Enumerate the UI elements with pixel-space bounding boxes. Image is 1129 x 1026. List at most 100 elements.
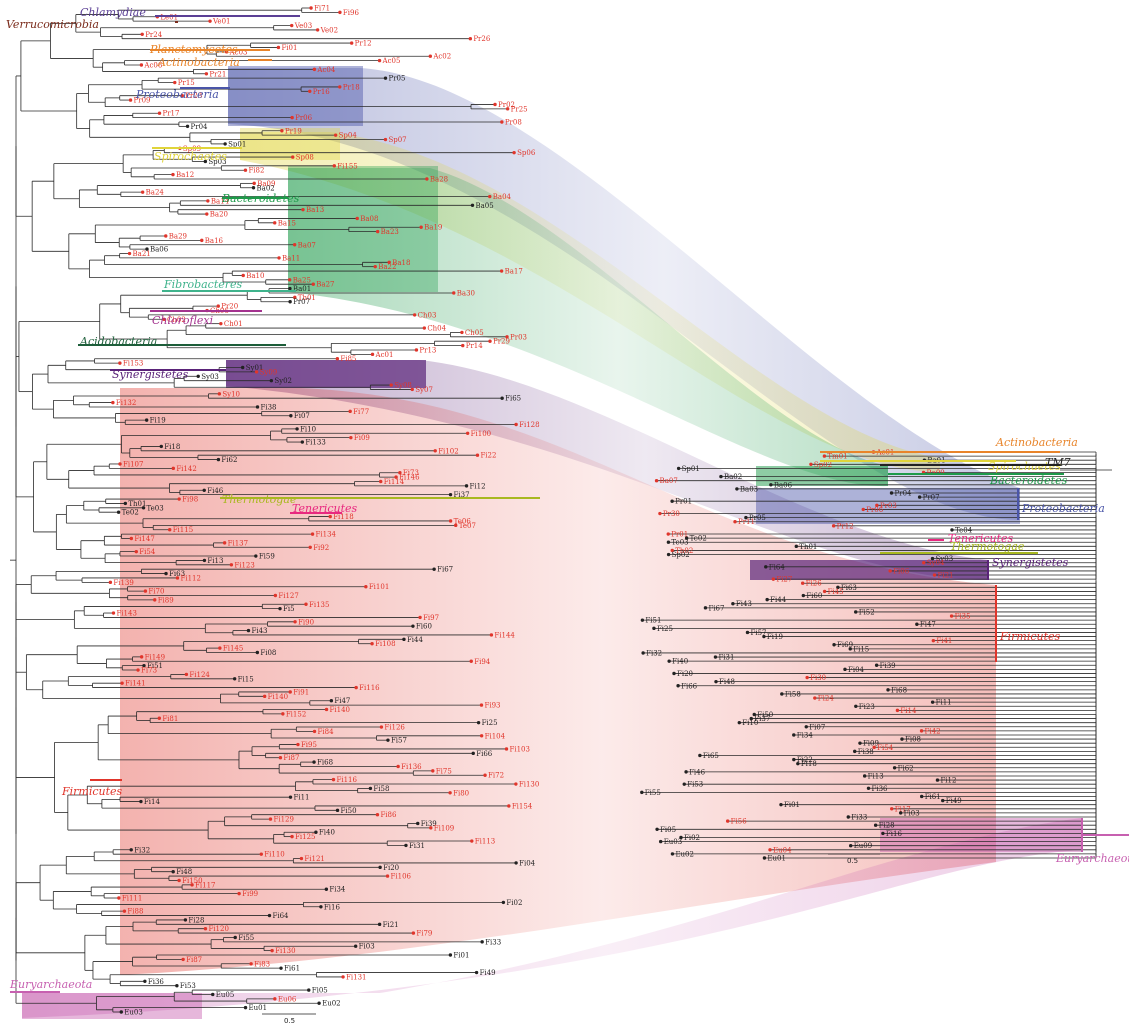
left-tip-label: Fi99 [242,890,258,898]
left-tip-label: Eu03 [124,1009,143,1017]
left-tip-label: Fi106 [391,873,412,881]
left-tip-label: Fi46 [207,487,224,495]
left-tip-label: Fi05 [312,987,328,995]
right-tip-label: Fi55 [645,789,661,797]
left-tip-label: Fi38 [261,403,277,411]
left-tip-label: Fi31 [409,842,425,850]
synergistetes-shade [226,360,426,388]
left-tip-label: Fi47 [334,697,350,705]
right-tip-label: Fi17 [895,805,911,813]
left-tip-label: Fi37 [454,491,470,499]
left-tip-label: Fi55 [238,934,254,942]
right-clade-proteobacteria: Proteobacteria [1021,502,1105,515]
left-tip-label: Fi54 [139,548,156,556]
right-tip-label: Fi32 [646,649,662,657]
euryarchaeota-shade [880,818,1082,852]
left-tip-label: Fi33 [485,938,501,946]
left-clade-chlamydiae: Chlamydiae [80,6,146,19]
left-tip-label: Fi124 [189,671,210,679]
left-clade-bacteroidetes: Bacteroidetes [221,192,300,205]
left-tip-label: Fi81 [162,715,178,723]
left-tip-label: Fi07 [294,412,310,420]
right-clade-bacteroidetes: Bacteroidetes [989,474,1068,487]
left-tip-label: Fi59 [259,553,275,561]
left-tip-label: Sy03 [201,373,219,381]
left-tip-label: Fi02 [506,899,522,907]
left-tip-label: Ch03 [418,311,437,319]
right-tip-label: Te04 [955,526,973,534]
left-tip-label: Ba30 [457,289,475,297]
left-tip-label: Fi73 [141,667,157,675]
synergistetes-shade [750,560,988,580]
left-tip-label: Fi60 [416,623,432,631]
right-tip-label: Fi49 [946,797,962,805]
left-tip-label: Fi120 [208,925,228,933]
right-tip-label: Fi34 [797,731,814,739]
left-tip-label: Ac04 [316,66,335,74]
left-tip-label: Fi73 [403,469,419,477]
left-tip-label: Fi53 [180,982,196,990]
left-tip-label: Sy02 [274,377,292,385]
euryarchaeota-shade [22,993,202,1019]
left-clade-spirochaetes: Spirochaetes [154,150,227,163]
left-tip-label: Sp08 [296,154,314,162]
left-tip-label: Ba22 [378,263,396,271]
left-tip-label: Eu05 [216,991,235,999]
right-tip-label: Eu02 [675,850,694,858]
left-tip-label: Fi88 [127,908,143,916]
right-tip-label: Fi33 [851,813,867,821]
left-tip-label: Fi44 [407,636,424,644]
right-tip-label: Eu04 [773,846,792,854]
right-tip-label: Fi31 [718,654,734,662]
left-tip-label: Fi134 [316,531,337,539]
left-tip-label: Fi87 [186,956,202,964]
left-tip-label: Ba28 [430,175,448,183]
right-tip-label: Fi23 [859,703,875,711]
left-tip-label: Fi112 [180,574,200,582]
left-tip-label: Fi140 [330,706,350,714]
left-tip-label: Pr24 [145,31,163,39]
left-tip-label: Fi111 [122,895,142,903]
left-tip-label: Sy08 [394,382,412,390]
left-tip-label: Fi153 [123,360,143,368]
left-tip-label: Ba08 [360,215,378,223]
left-tip-label: Fi117 [195,881,215,889]
left-tip-label: Fi129 [273,816,293,824]
left-tip-label: Fi39 [421,820,437,828]
left-tip-label: Ch01 [224,320,243,328]
left-tip-label: Fi19 [150,417,166,425]
left-tip-label: Pr15 [178,79,195,87]
right-tip-label: Tm01 [827,453,847,461]
left-tip-label: Fi137 [228,539,248,547]
left-tip-label: Fi28 [188,916,204,924]
left-tip-label: Fi107 [123,460,143,468]
right-tip-label: Fi22 [797,756,813,764]
right-tip-label: Te03 [671,539,688,547]
left-tip-label: Pr29 [493,338,510,346]
right-tip-label: Pr11 [738,518,755,526]
left-tip-label: Sy07 [415,386,433,394]
left-tip-label: Fi70 [148,588,164,596]
right-tip-label: Fi10 [742,719,758,727]
left-tip-label: Fi14 [144,798,161,806]
right-tip-label: Fi46 [689,768,706,776]
left-tip-label: Sp04 [339,132,358,140]
left-scale-bar: 0.5 [262,1013,316,1025]
left-tip-label: Pr05 [389,75,406,83]
right-tip-label: Fi41 [936,637,952,645]
left-tip-label: Ba04 [493,193,512,201]
left-tip-label: Fi15 [238,675,254,683]
left-tip-label: Fi132 [116,399,136,407]
left-tip-label: Fi86 [380,811,397,819]
left-tip-label: Fi126 [384,724,405,732]
left-clade-thermotogae: Thermotogae [222,493,297,506]
left-tip-label: Fi123 [234,561,254,569]
left-clade-fibrobacteres: Fibrobacteres [163,278,243,291]
left-tip-label: Fi43 [251,627,267,635]
left-tip-label: Fi72 [488,772,504,780]
left-tip-label: Fi141 [125,680,145,688]
left-tip-label: Ac03 [229,48,248,56]
left-tip-label: Fi101 [369,583,389,591]
right-tip-label: Fi18 [801,760,817,768]
